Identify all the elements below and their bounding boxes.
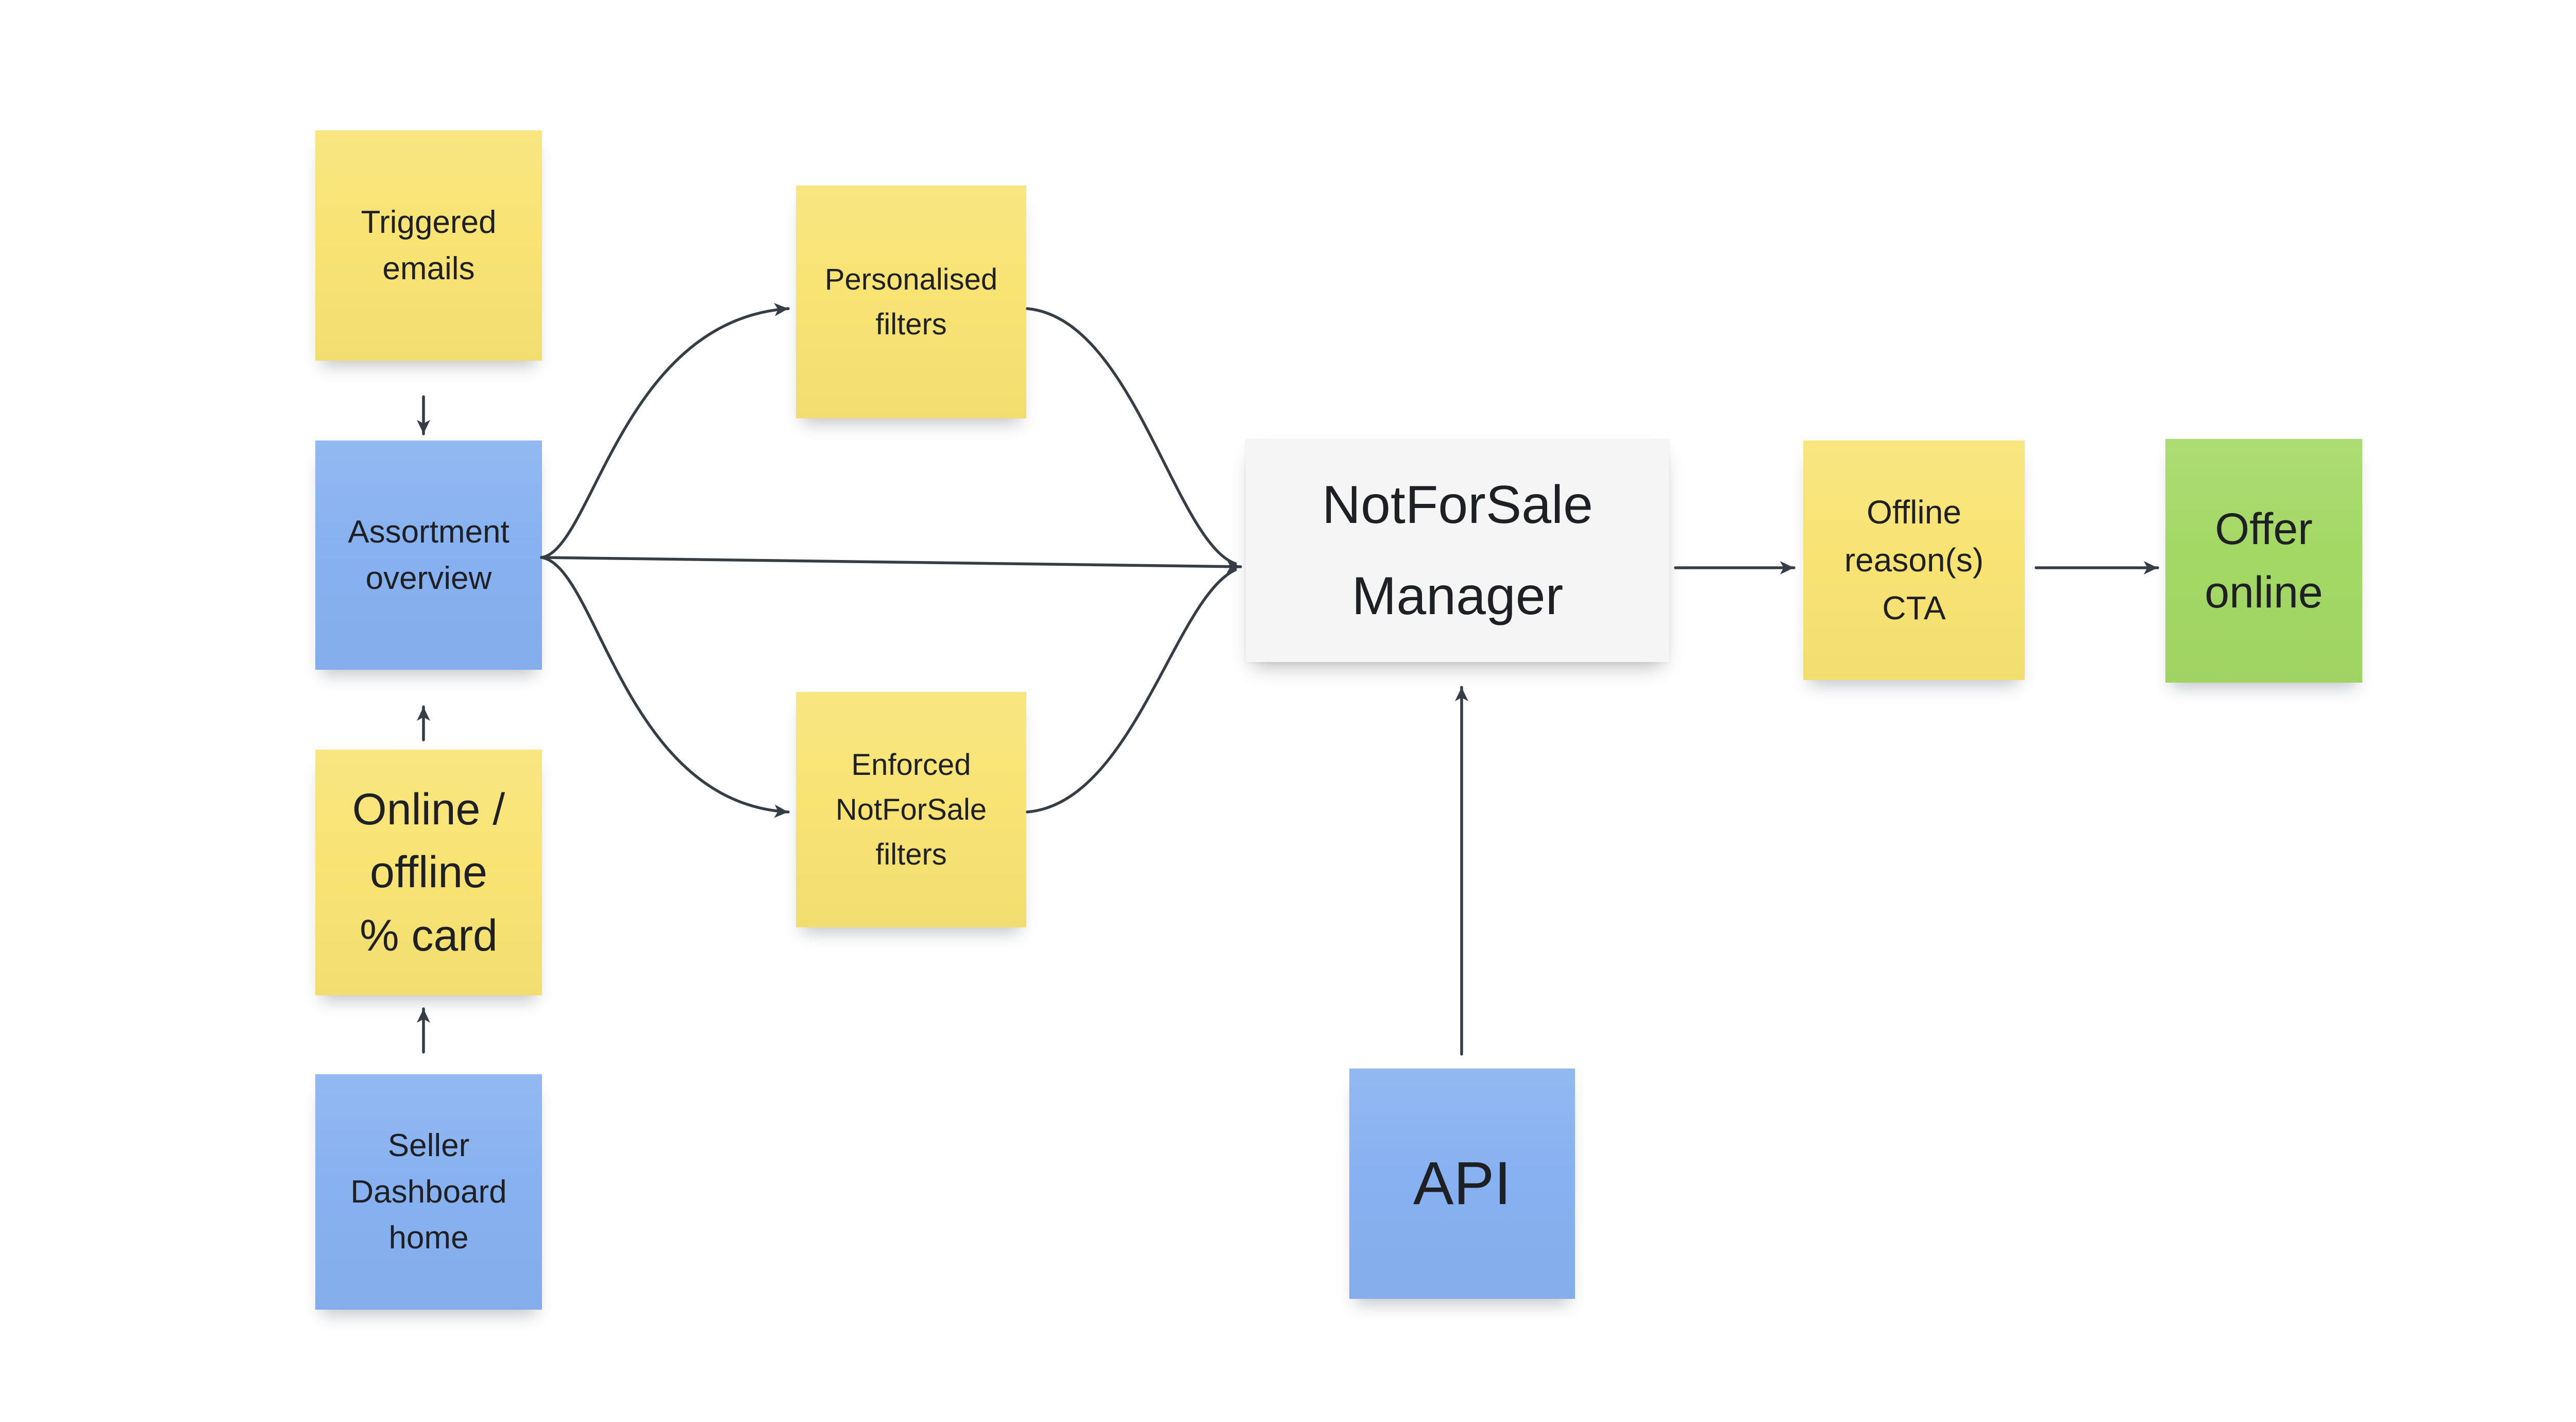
sticky-note-label: Offer online: [2205, 504, 2323, 617]
edge-personalised-to-manager: [1026, 307, 1237, 565]
edge-enforced-to-manager: [1026, 568, 1237, 814]
edge-assortment-to-enforced: [540, 556, 790, 818]
sticky-note-label: Seller Dashboard home: [350, 1127, 507, 1256]
sticky-note-online-offline-card[interactable]: Online / offline % card: [315, 750, 542, 995]
sticky-note-offer-online[interactable]: Offer online: [2165, 439, 2362, 683]
sticky-note-enforced-notforsale-filters[interactable]: Enforced NotForSale filters: [796, 692, 1026, 927]
edge-assortment-to-personalised: [540, 302, 790, 559]
shape-notforsale-manager[interactable]: NotForSale Manager: [1246, 439, 1669, 662]
sticky-note-triggered-emails[interactable]: Triggered emails: [315, 130, 542, 361]
sticky-note-label: Online / offline % card: [352, 785, 505, 960]
sticky-note-offline-reasons-cta[interactable]: Offline reason(s) CTA: [1803, 441, 2025, 680]
sticky-note-assortment-overview[interactable]: Assortment overview: [315, 441, 542, 670]
sticky-note-label: API: [1413, 1149, 1512, 1217]
sticky-note-label: Triggered emails: [361, 204, 497, 286]
sticky-note-label: Offline reason(s) CTA: [1844, 494, 1984, 627]
sticky-note-api[interactable]: API: [1349, 1069, 1575, 1299]
sticky-note-personalised-filters[interactable]: Personalised filters: [796, 185, 1026, 418]
sticky-note-label: Assortment overview: [348, 514, 510, 596]
sticky-note-label: Personalised filters: [824, 263, 998, 341]
sticky-note-seller-dashboard-home[interactable]: Seller Dashboard home: [315, 1074, 542, 1310]
shape-label: NotForSale Manager: [1322, 475, 1593, 626]
edge-assortment-to-manager: [540, 556, 1242, 573]
sticky-note-label: Enforced NotForSale filters: [835, 748, 987, 871]
